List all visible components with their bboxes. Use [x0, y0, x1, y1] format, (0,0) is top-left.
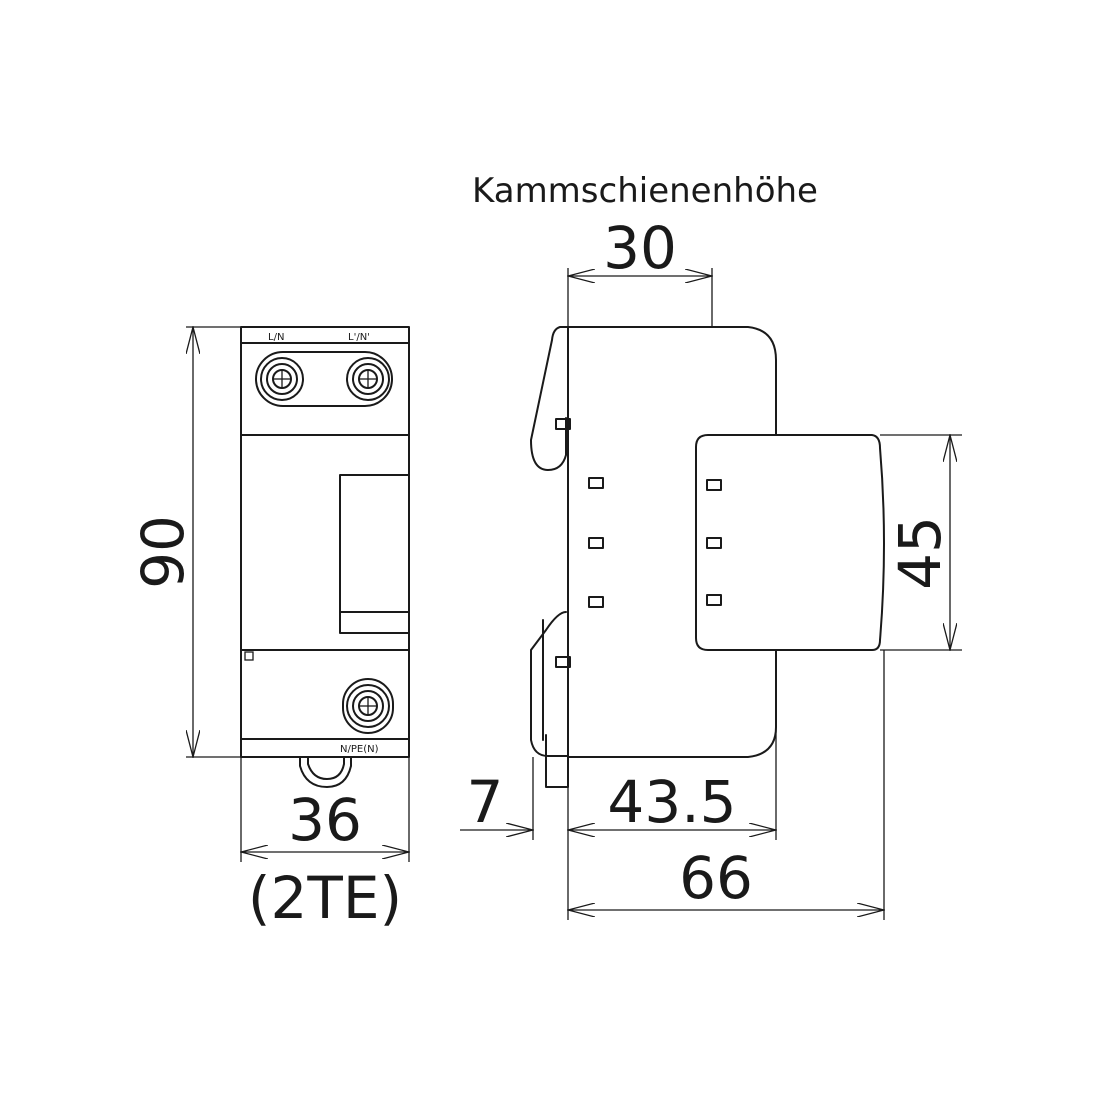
vent-slot [588, 477, 604, 489]
terminal-label-npe: N/PE(N) [340, 744, 379, 755]
depth-dim-43-5: 43.5 [607, 768, 736, 836]
terminal-label-ln-prime: L'/N' [348, 332, 370, 343]
latch-window [555, 418, 571, 430]
screw-terminal-icon [260, 357, 304, 401]
top-terminal-plate [255, 351, 393, 407]
indicator-square [244, 651, 254, 661]
vent-slot [706, 537, 722, 549]
screw-terminal-icon [346, 357, 390, 401]
status-window [339, 474, 410, 634]
vent-slot [706, 479, 722, 491]
rail-offset-dim-7: 7 [467, 768, 504, 836]
rail-foot [545, 734, 569, 788]
screw-terminal-icon [346, 684, 390, 728]
module-dim-45: 45 [886, 516, 954, 590]
bottom-terminal-plate [342, 678, 394, 734]
total-depth-dim-66: 66 [679, 844, 753, 912]
width-dim-36: 36 [288, 786, 362, 854]
busbar-height-label: Kammschienenhöhe [472, 171, 818, 211]
terminal-label-ln: L/N [268, 332, 284, 343]
side-view: Kammschienenhöhe 30 45 7 43.5 66 [460, 171, 962, 920]
width-units-2te: (2TE) [248, 864, 402, 932]
vent-slot [706, 594, 722, 606]
busbar-dim-30: 30 [603, 214, 677, 282]
vent-slot [588, 537, 604, 549]
front-module [695, 434, 885, 651]
din-clip [299, 756, 352, 788]
front-view: L/N L'/N' N/PE(N) 90 36 (2TE) [129, 326, 410, 932]
latch-window [555, 656, 571, 668]
height-dim-90: 90 [129, 515, 197, 589]
vent-slot [588, 596, 604, 608]
